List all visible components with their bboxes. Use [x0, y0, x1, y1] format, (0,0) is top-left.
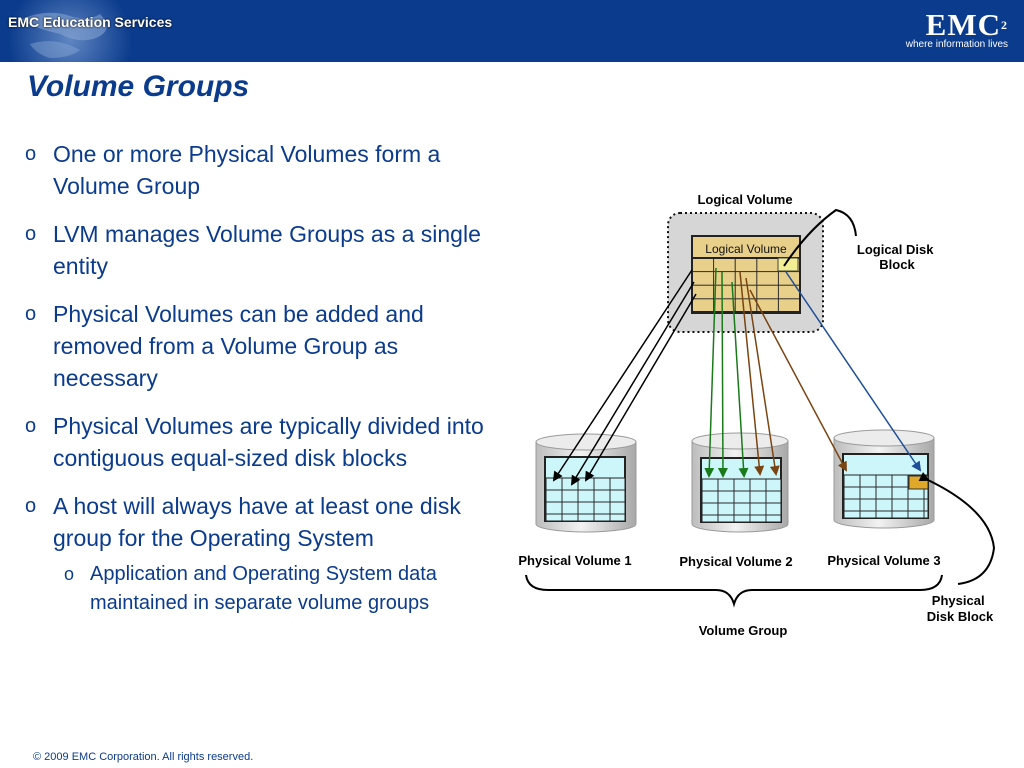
- physical-volume-1-disk: [535, 433, 637, 533]
- mapping-arrow: [704, 267, 717, 478]
- logical-volume-box-label: Logical Volume: [705, 242, 787, 256]
- physical-volume-2-label: Physical Volume 2: [679, 554, 792, 569]
- emc-logo-mark: EMC2: [925, 7, 1008, 42]
- bullet-item: o LVM manages Volume Groups as a single e…: [25, 218, 495, 282]
- physical-volume-3-disk: [833, 429, 935, 529]
- bullet-item: o A host will always have at least one di…: [25, 490, 495, 554]
- mapping-arrow: [584, 293, 697, 482]
- header-bar: EMC Education Services EMC2 where inform…: [0, 0, 1024, 62]
- mapping-arrow: [552, 269, 693, 482]
- copyright-notice: © 2009 EMC Corporation. All rights reser…: [33, 751, 254, 763]
- bullet-text: One or more Physical Volumes form a Volu…: [53, 141, 441, 199]
- bullet-item: o Physical Volumes are typically divided …: [25, 410, 495, 474]
- bullet-marker: o: [25, 143, 37, 165]
- mapping-arrow: [731, 281, 749, 478]
- physical-volume-3-label: Physical Volume 3: [827, 553, 940, 568]
- physical-volume-2-disk: [691, 432, 789, 533]
- physical-volume-1-label: Physical Volume 1: [518, 553, 631, 568]
- globe-graphic: [0, 0, 150, 62]
- physical-disk-block-callout: [918, 472, 996, 585]
- emc-logo-tagline: where information lives: [905, 39, 1008, 50]
- mapping-arrow: [745, 277, 780, 476]
- logical-volume-heading: Logical Volume: [697, 192, 792, 207]
- logical-disk-block-label: Logical Disk Block: [857, 242, 937, 272]
- physical-disk-block-highlight: [908, 475, 929, 490]
- mapping-arrow: [749, 289, 847, 472]
- bullet-marker: o: [25, 303, 37, 325]
- bullet-text: LVM manages Volume Groups as a single en…: [53, 221, 481, 279]
- bullet-text: A host will always have at least one dis…: [53, 493, 461, 551]
- mapping-arrow: [785, 271, 922, 472]
- page-title: Volume Groups: [27, 70, 250, 103]
- bullet-marker: o: [25, 495, 37, 517]
- emc-logo: EMC2 where information lives: [905, 7, 1008, 50]
- logical-disk-block-highlight: [777, 257, 799, 272]
- physical-disk-block-label: Physical Disk Block: [927, 593, 994, 624]
- mapping-arrow: [717, 271, 728, 478]
- bullet-text: Physical Volumes are typically divided i…: [53, 413, 484, 471]
- sub-bullet-marker: o: [64, 564, 75, 584]
- volume-group-label: Volume Group: [699, 623, 788, 638]
- bullet-item: o One or more Physical Volumes form a Vol…: [25, 138, 495, 202]
- bullet-item: o Physical Volumes can be added and remov…: [25, 298, 495, 394]
- bullet-marker: o: [25, 223, 37, 245]
- mapping-arrow: [739, 271, 765, 476]
- lvm-diagram: Logical Volume Logical Volume Logical Di…: [518, 192, 996, 638]
- sub-bullet-text: Application and Operating System data ma…: [90, 563, 437, 614]
- sub-bullet-item: o Application and Operating System data m…: [25, 560, 495, 618]
- bullet-marker: o: [25, 415, 37, 437]
- volume-group-brace: [525, 574, 943, 608]
- mapping-arrow: [570, 281, 695, 486]
- logical-disk-block-callout: [783, 208, 857, 267]
- bullet-list: o One or more Physical Volumes form a Vol…: [25, 138, 495, 618]
- brand-text: EMC Education Services: [8, 14, 173, 30]
- logical-volume-grid: [691, 257, 801, 313]
- bullet-text: Physical Volumes can be added and remove…: [53, 301, 424, 391]
